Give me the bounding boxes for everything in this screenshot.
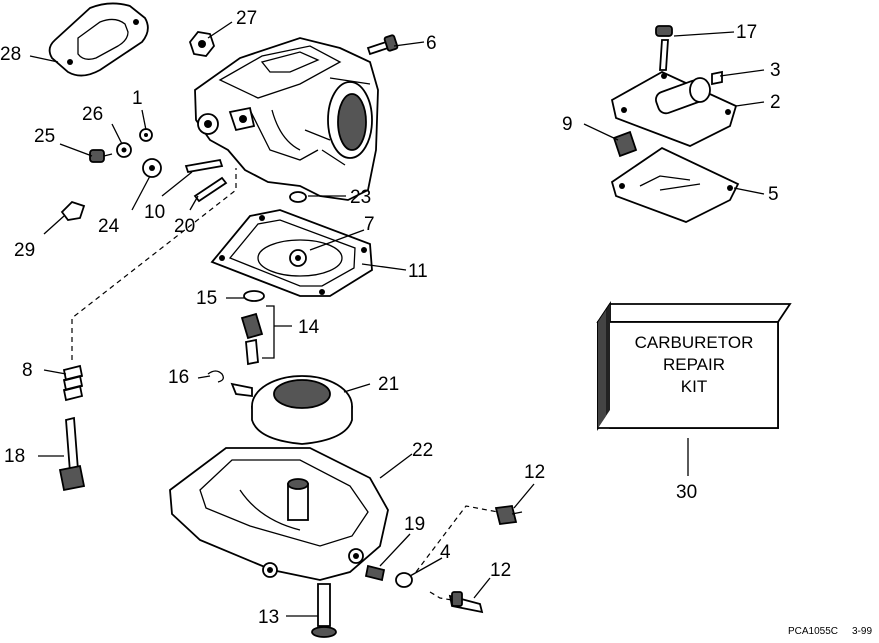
washer-part-26 xyxy=(116,142,132,158)
callout-9: 9 xyxy=(562,114,573,135)
washer-part-15 xyxy=(243,290,265,302)
callout-1: 1 xyxy=(132,88,143,109)
check-valve-part-3 xyxy=(711,70,723,86)
callout-7: 7 xyxy=(364,214,375,235)
gasket-part-28 xyxy=(48,2,149,77)
screw-part-13 xyxy=(311,583,337,638)
callout-10: 10 xyxy=(144,202,165,223)
screw-part-12-upper xyxy=(494,505,523,525)
pin-part-20 xyxy=(193,176,228,203)
needle-seat-part-14 xyxy=(240,312,264,366)
callout-28: 28 xyxy=(0,44,21,65)
callout-2: 2 xyxy=(770,92,781,113)
screw-part-25 xyxy=(89,149,113,163)
callout-26: 26 xyxy=(82,104,103,125)
callout-25: 25 xyxy=(34,126,55,147)
figure-code: PCA1055C xyxy=(788,626,838,637)
callout-20: 20 xyxy=(174,216,195,237)
clip-part-16 xyxy=(207,370,224,383)
kit-label-line-1: CARBURETOR xyxy=(635,333,754,352)
plug-part-23 xyxy=(289,191,307,203)
diaphragm-part-7 xyxy=(257,239,343,277)
callout-6: 6 xyxy=(426,33,437,54)
callout-23: 23 xyxy=(350,187,371,208)
leader-lines xyxy=(29,21,765,617)
callout-15: 15 xyxy=(196,288,217,309)
callout-17: 17 xyxy=(736,22,757,43)
callout-16: 16 xyxy=(168,367,189,388)
callout-22: 22 xyxy=(412,440,433,461)
callout-24: 24 xyxy=(98,216,120,237)
callout-5: 5 xyxy=(768,184,779,205)
plug-part-19 xyxy=(364,564,386,582)
mixture-screw-part-18 xyxy=(58,416,86,492)
callout-27: 27 xyxy=(236,8,257,29)
nut-part-27 xyxy=(188,31,216,57)
carburetor-repair-kit-box-part-30 xyxy=(596,301,792,431)
float-bowl-part-22 xyxy=(169,447,389,581)
nut-part-24 xyxy=(142,158,162,178)
diaphragm-part-5 xyxy=(610,146,740,223)
valve-part-29 xyxy=(60,200,86,221)
callout-11: 11 xyxy=(408,261,428,282)
kit-label-line-3: KIT xyxy=(681,377,707,396)
callout-8: 8 xyxy=(22,360,33,381)
callout-12-lower: 12 xyxy=(490,560,511,581)
callout-18: 18 xyxy=(4,446,25,467)
lockwasher-part-1 xyxy=(139,128,153,142)
spring-part-8 xyxy=(62,364,84,402)
callout-21: 21 xyxy=(378,374,399,395)
carburetor-body xyxy=(194,37,379,201)
date-code: 3-99 xyxy=(852,626,872,637)
callout-12-upper: 12 xyxy=(524,462,545,483)
callout-3: 3 xyxy=(770,60,781,81)
screw-part-9 xyxy=(612,130,638,158)
assembly-dashed-lines xyxy=(71,168,499,601)
float-part-21 xyxy=(230,375,353,445)
oring-part-4 xyxy=(395,572,413,588)
callout-13: 13 xyxy=(258,607,279,628)
fuel-pump-cover-part-2 xyxy=(610,70,738,147)
fitting-part-12-lower xyxy=(448,591,484,614)
kit-label-line-2: REPAIR xyxy=(663,355,725,374)
callout-30: 30 xyxy=(676,482,697,503)
callout-19: 19 xyxy=(404,514,425,535)
pin-part-10 xyxy=(184,158,224,174)
screw-part-6 xyxy=(366,34,399,56)
callout-14: 14 xyxy=(298,317,320,338)
callout-numbers: 27 28 6 1 26 25 24 10 20 29 23 7 11 15 1… xyxy=(0,8,781,628)
screw-part-17 xyxy=(655,25,673,71)
callout-4: 4 xyxy=(440,542,451,563)
callout-29: 29 xyxy=(14,240,35,261)
